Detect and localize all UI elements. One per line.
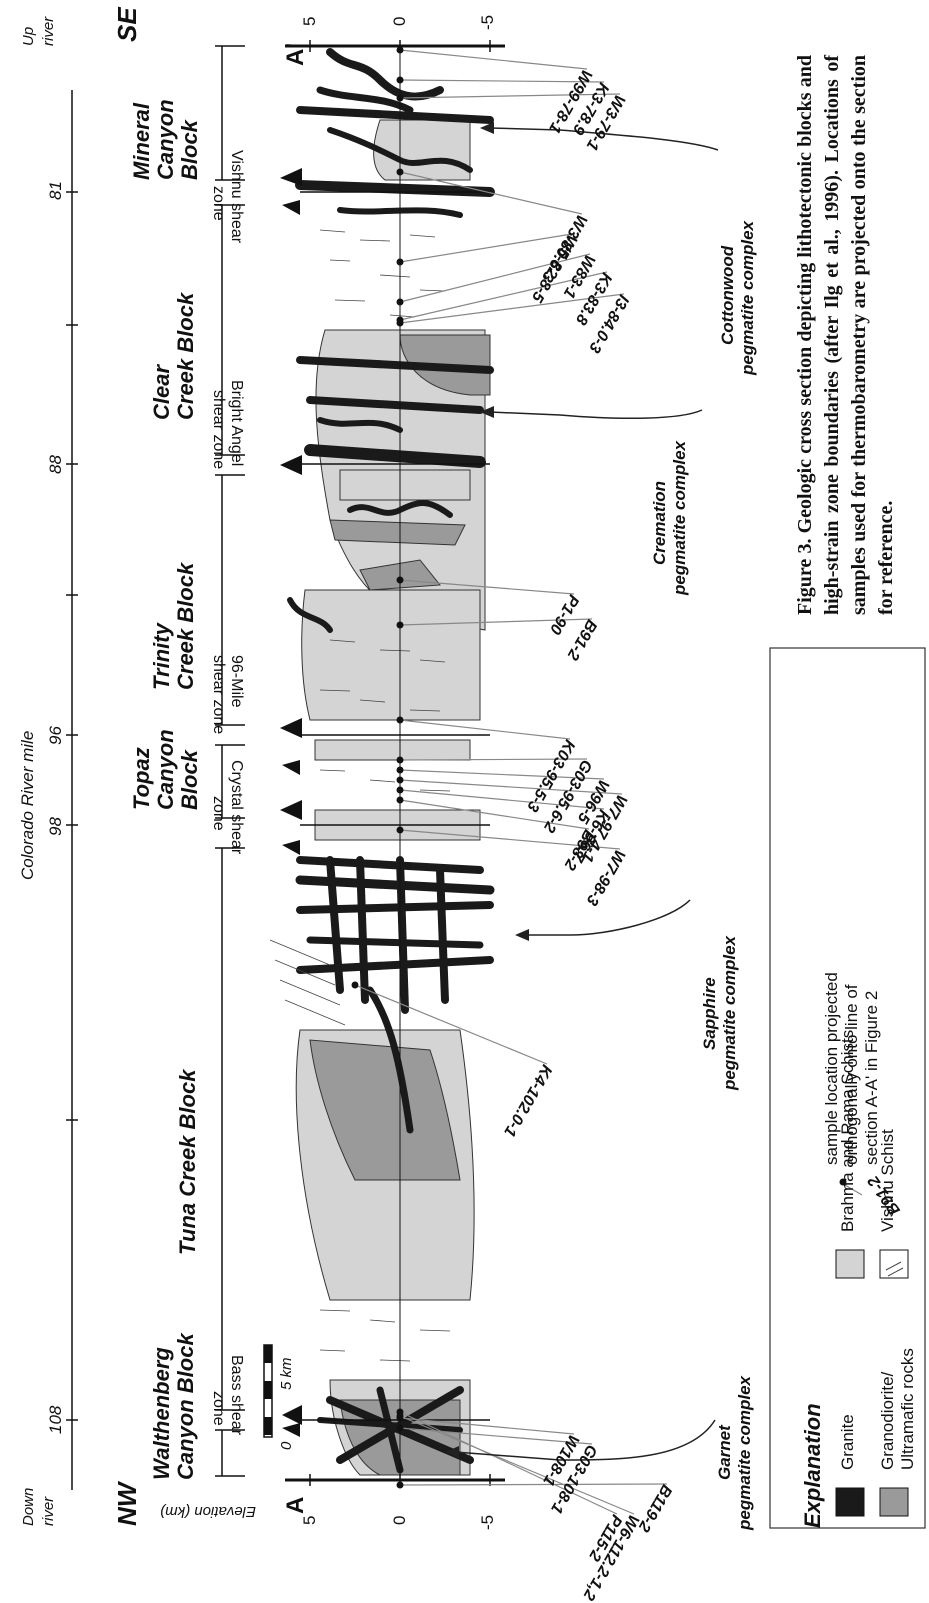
sample-dot [397, 259, 404, 266]
legend-sample-desc-1: sample location projected [822, 972, 842, 1165]
river-mile-81: 81 [46, 181, 66, 200]
block-mineral-canyon: MineralCanyonBlock [130, 99, 202, 180]
sample-dot [397, 169, 404, 176]
pegmatite-garnet: Garnetpegmatite complex [715, 1376, 755, 1530]
granite-swatch [836, 1488, 864, 1516]
sample-dot [397, 1413, 404, 1420]
river-mile-108: 108 [46, 1406, 66, 1434]
river-mile-98: 98 [46, 817, 66, 836]
sample-dot [397, 787, 404, 794]
down-river-line2: river [40, 1497, 57, 1526]
sample-dot [397, 757, 404, 764]
sample-dot [397, 299, 404, 306]
section-end-a-prime: A' [282, 43, 310, 66]
block-topaz-canyon: TopazCanyonBlock [130, 729, 202, 810]
shear-zone-bright-angel: Bright Angelshear zone [209, 380, 245, 469]
legend-sample-desc-2: orthogonally onto line of [842, 984, 862, 1165]
pegmatite-cottonwood: Cottonwoodpegmatite complex [718, 221, 758, 375]
sample-dot [397, 797, 404, 804]
shear-zone-96-mile: 96-Mileshear zone [209, 655, 245, 734]
elev-tick-right-0: 0 [390, 17, 410, 26]
sample-dot [397, 827, 404, 834]
elev-tick-right-5: 5 [300, 17, 320, 26]
river-mile-88: 88 [46, 455, 66, 474]
pegmatite-sapphire: Sapphirepegmatite complex [700, 936, 740, 1090]
block-clear-creek: ClearCreek Block [150, 293, 198, 420]
section-end-a: A [282, 1497, 310, 1514]
elev-tick-left-neg5: -5 [478, 1515, 498, 1530]
shear-zone-vishnu: Vishnu shearzone [209, 150, 245, 243]
river-mile-title: Colorado River mile [18, 731, 38, 880]
vishnu-swatch [880, 1250, 908, 1278]
sample-dot [397, 777, 404, 784]
elevation-axis-label: Elevation (km) [160, 1503, 256, 1520]
block-trinity-creek: TrinityCreek Block [150, 563, 198, 690]
cross-section-figure: Figure 3. Geologic cross section depicti… [0, 0, 929, 1534]
shear-zone-crystal: Crystal shearzone [209, 760, 245, 854]
granodiorite-swatch [880, 1488, 908, 1516]
legend-ultramafic: Ultramafic rocks [898, 1348, 918, 1470]
elev-tick-left-5: 5 [300, 1516, 320, 1525]
elev-tick-left-0: 0 [390, 1516, 410, 1525]
sample-dot [397, 77, 404, 84]
legend-granite: Granite [838, 1414, 858, 1470]
up-river-line1: Up [20, 27, 37, 46]
direction-nw: NW [112, 1483, 143, 1526]
sample-dot [397, 1482, 404, 1489]
sample-dot [352, 982, 359, 989]
up-river-line2: river [40, 17, 57, 46]
river-mile-96: 96 [46, 726, 66, 745]
river-mile-axis [66, 90, 78, 1490]
sample-dot [397, 1425, 404, 1432]
sample-dot [397, 622, 404, 629]
legend-granodiorite: Granodiorite/ [878, 1372, 898, 1470]
sample-dot [397, 767, 404, 774]
sample-dot [397, 717, 404, 724]
brahma-rama-swatch [836, 1250, 864, 1278]
scale-bar [264, 1345, 272, 1437]
figure-caption: Figure 3. Geologic cross section depicti… [792, 55, 900, 615]
scale-bar-5km: 5 km [278, 1357, 295, 1390]
sample-dot [397, 95, 404, 102]
direction-se: SE [112, 7, 143, 42]
down-river-line1: Down [20, 1488, 37, 1526]
sample-dot [397, 47, 404, 54]
elev-tick-right-neg5: -5 [478, 15, 498, 30]
sample-leader-line [400, 1484, 667, 1485]
shear-zone-bass: Bass shearzone [209, 1355, 245, 1435]
pegmatite-cremation: Cremationpegmatite complex [650, 441, 690, 595]
sample-dot [397, 577, 404, 584]
block-tuna-creek: Tuna Creek Block [176, 1070, 200, 1255]
legend-sample-desc-3: section A-A' in Figure 2 [862, 991, 882, 1165]
scale-bar-0: 0 [278, 1442, 295, 1450]
sample-dot [397, 320, 404, 327]
explanation-title: Explanation [800, 1403, 826, 1528]
block-walthenberg-canyon: WalthenbergCanyon Block [150, 1333, 198, 1480]
